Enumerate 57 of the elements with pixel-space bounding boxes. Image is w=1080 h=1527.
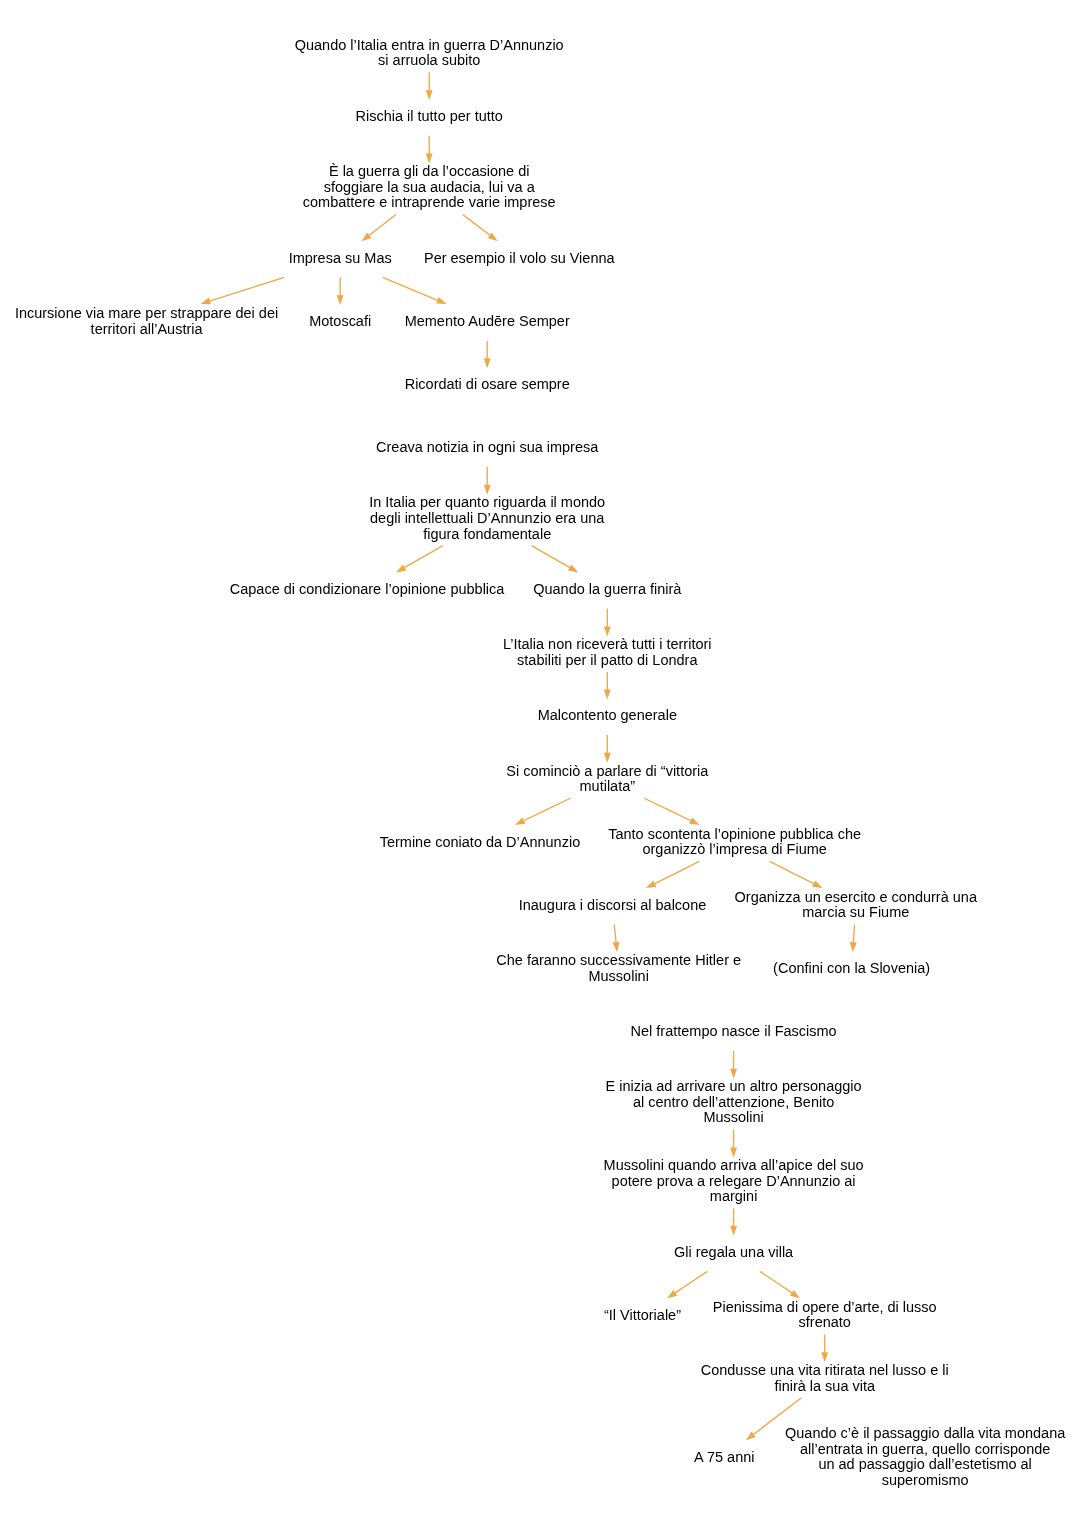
node-text: E inizia ad arrivare un altro personaggio al centro dell’attenzione, Benito Mussolini	[605, 1078, 862, 1126]
node-text: Incursione via mare per strappare dei dei territori all’Austria	[14, 305, 279, 337]
node-text: Che faranno successivamente Hitler e Mussolini	[496, 952, 742, 984]
node-text: È la guerra gli da l’occasione di sfoggiare la sua audacia, lui va a combattere e intraprende varie imprese	[302, 163, 556, 211]
arrow	[730, 1128, 738, 1158]
arrow	[396, 544, 444, 573]
node-text: Quando la guerra finirà	[533, 580, 682, 597]
arrow	[425, 135, 433, 164]
arrow	[730, 1050, 738, 1079]
node-text: L’Italia non riceverà tutti i territori stabiliti per il patto di Londra	[503, 636, 712, 668]
node-text: Tanto scontenta l’opinione pubblica che organizzò l’impresa di Fiume	[608, 825, 862, 858]
arrow	[643, 797, 700, 825]
node-text: Motoscafi	[309, 312, 372, 329]
arrow	[200, 276, 285, 305]
node-text: Si cominciò a parlare di “vittoria mutilata”	[506, 762, 709, 795]
arrow	[462, 213, 498, 242]
node-text: Rischia il tutto per tutto	[355, 107, 503, 124]
arrow	[849, 923, 857, 953]
arrow	[645, 860, 700, 889]
arrow	[382, 276, 447, 305]
arrow	[769, 860, 823, 889]
node-text: Malcontento generale	[537, 707, 677, 724]
node-text: Ricordati di osare sempre	[404, 375, 570, 392]
node-text: Organizza un esercito e condurrà una marcia su Fiume	[734, 888, 977, 921]
arrow	[745, 1397, 803, 1441]
node-text: Condusse una vita ritirata nel lusso e li finirà la sua vita	[700, 1362, 949, 1394]
node-text: Pienissima di opere d’arte, di lusso sfrenato	[712, 1298, 937, 1331]
node-text: Memento Audēre Semper	[404, 312, 570, 329]
arrow	[603, 671, 611, 700]
arrow	[759, 1270, 801, 1299]
arrow	[667, 1270, 708, 1299]
arrow	[530, 544, 579, 573]
node-text: Creava notizia in ogni sua impresa	[376, 439, 599, 456]
arrow	[483, 339, 491, 369]
node-text: Mussolini quando arriva all’apice del suo potere prova a relegare D’Annunzio ai margini	[603, 1157, 864, 1205]
arrow	[483, 466, 491, 495]
node-text: Per esempio il volo su Vienna	[424, 249, 615, 266]
arrow	[603, 734, 611, 763]
node-text: Impresa su Mas	[288, 249, 392, 266]
node-text: Nel frattempo nasce il Fascismo	[630, 1023, 837, 1039]
arrow	[514, 797, 572, 825]
arrow	[361, 213, 397, 242]
node-text: (Confini con la Slovenia)	[773, 959, 931, 976]
label: Quando c’è il passaggio dalla vita mondana all’entrata in guerra, quello corrisponde un ad passaggio dall’estetismo al superomismo	[785, 1425, 1066, 1488]
arrow	[821, 1333, 829, 1363]
node-text: A 75 anni	[694, 1448, 755, 1465]
node-text: Termine coniato da D’Annunzio	[379, 833, 581, 850]
node-text: In Italia per quanto riguarda il mondo degli intellettuali D’Annunzio era una figura fondamentale	[369, 494, 606, 542]
node-text: Capace di condizionare l’opinione pubblica	[229, 580, 505, 597]
arrow	[612, 923, 620, 953]
node-text: Quando l’Italia entra in guerra D’Annunzio si arruola subito	[294, 36, 564, 69]
node-text: “Il Vittoriale”	[603, 1306, 682, 1323]
arrow	[603, 608, 611, 637]
node-text: Inaugura i discorsi al balcone	[518, 896, 707, 913]
arrow	[336, 276, 344, 306]
node-text: Gli regala una villa	[674, 1243, 794, 1260]
arrow	[425, 71, 433, 101]
